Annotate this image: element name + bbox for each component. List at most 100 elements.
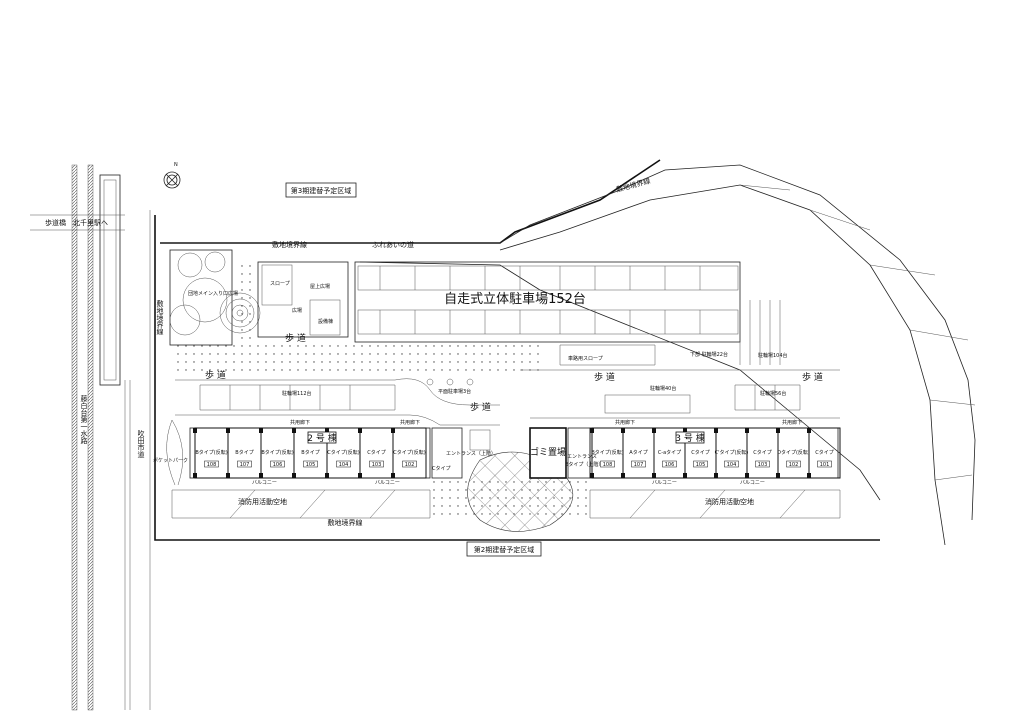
unit: Cタイプ 101 bbox=[807, 427, 841, 479]
sidewalk-label: 歩 道 bbox=[594, 371, 615, 383]
building-2: 共用廊下 共用廊下 バルコニー バルコニー Bタイプ(反転)108Bタイプ107… bbox=[189, 419, 496, 486]
main-entrance-plaza: 団地メイン入り口広場 スロープ 広場 屋上広場 設備棟 歩 道 bbox=[169, 249, 349, 346]
boundary-label-west: 敷地境界線 bbox=[156, 299, 164, 335]
unit-type: Bタイプ(反転) bbox=[261, 449, 293, 456]
unit-type: Bタイプ(反転) bbox=[591, 449, 623, 456]
unit: Cタイプ 103 bbox=[745, 427, 779, 479]
corridor-label: 共用廊下 bbox=[400, 419, 420, 426]
unit-type: Bタイプ bbox=[301, 449, 319, 456]
unit-number: 106 bbox=[665, 462, 675, 468]
bicycle-parking-112-label: 駐輪場112台 bbox=[282, 390, 312, 397]
unit: Bタイプ(反転) 108 bbox=[193, 427, 229, 479]
building-3-entrance-label: エントランス bbox=[567, 454, 597, 460]
unit-type: Cタイプ(反転) bbox=[393, 449, 425, 456]
garbage-station-label: ゴミ置場 bbox=[530, 446, 566, 458]
phase3-zone-label: 第3期建替予定区域 bbox=[285, 182, 357, 198]
bicycle-parking-104-label: 駐輪場104台 bbox=[758, 352, 788, 359]
building-2-entrance-type: Cタイプ bbox=[432, 465, 451, 472]
north-label: N bbox=[174, 162, 178, 168]
parking-garage-label: 自走式立体駐車場152台 bbox=[444, 292, 586, 307]
unit-type: Aタイプ bbox=[629, 449, 647, 456]
balcony-label: バルコニー bbox=[652, 480, 677, 486]
sidewalk-label: 歩 道 bbox=[470, 401, 491, 413]
phase2-zone-label: 第2期建替予定区域 bbox=[466, 541, 542, 557]
waterway-label: 藤白台第一水路 bbox=[80, 394, 88, 445]
fire-activity-space: 消防用活動空地 消防用活動空地 bbox=[171, 489, 841, 519]
unit-number: 104 bbox=[727, 462, 737, 468]
parking-garage: 自走式立体駐車場152台 車路用スロープ 下部 駐輪場22台 駐輪場104台 bbox=[354, 261, 788, 366]
garbage-station: ゴミ置場 bbox=[529, 427, 567, 479]
unit: Dタイプ(反転) 102 bbox=[776, 427, 810, 479]
unit-number: 106 bbox=[273, 462, 283, 468]
unit-type: C'タイプ(反転) bbox=[715, 449, 749, 456]
unit-type: Dタイプ(反転) bbox=[777, 449, 810, 456]
sidewalk-label: 歩 道 bbox=[205, 369, 226, 381]
unit-number: 105 bbox=[306, 462, 316, 468]
unit: Bタイプ(反転) 106 bbox=[259, 427, 295, 479]
boundary-label-south: 敷地境界線 bbox=[328, 518, 363, 527]
unit-type: Cタイプ bbox=[753, 449, 772, 456]
building-2-name: 2 号 棟 bbox=[307, 432, 336, 444]
city-road-label: 吹田市道 bbox=[137, 429, 145, 459]
balcony-label: バルコニー bbox=[375, 480, 400, 486]
pocket-park: ポケットパーク bbox=[153, 419, 188, 486]
unit-number: 101 bbox=[820, 462, 830, 468]
building-3-name: 3 号 棟 bbox=[675, 432, 704, 444]
unit-type: Cタイプ bbox=[815, 449, 834, 456]
building-3-entrance-type: Bタイプ（上階） bbox=[565, 461, 603, 468]
footbridge: 歩道橋 北千里駅へ bbox=[30, 174, 125, 386]
main-entrance-plaza-label: 団地メイン入り口広場 bbox=[188, 290, 238, 297]
unit-number: 105 bbox=[696, 462, 706, 468]
slope-label: スロープ bbox=[270, 281, 290, 287]
corridor-label: 共用廊下 bbox=[290, 419, 310, 426]
roof-plaza-label: 屋上広場 bbox=[310, 283, 330, 290]
city-road: 吹田市道 bbox=[124, 210, 151, 710]
unit-number: 103 bbox=[758, 462, 768, 468]
sidewalk-label: 歩 道 bbox=[802, 371, 823, 383]
unit: C'タイプ(反転) 104 bbox=[714, 427, 749, 479]
unit-number: 108 bbox=[603, 462, 613, 468]
unit-number: 107 bbox=[634, 462, 644, 468]
footbridge-label: 歩道橋 北千里駅へ bbox=[45, 218, 108, 227]
unit-number: 104 bbox=[339, 462, 349, 468]
unit-number: 108 bbox=[207, 462, 217, 468]
unit-number: 102 bbox=[789, 462, 799, 468]
balcony-label: バルコニー bbox=[252, 480, 277, 486]
unit-number: 107 bbox=[240, 462, 250, 468]
svg-text:第3期建替予定区域: 第3期建替予定区域 bbox=[291, 186, 351, 195]
unit-type: Cタイプ(反転) bbox=[327, 449, 359, 456]
north-sidewalk: 歩 道 歩 道 歩 道 歩 道 駐輪場112台 平面駐車場3台 駐輪場40台 駐… bbox=[175, 369, 840, 426]
pocket-park-label: ポケットパーク bbox=[153, 457, 188, 464]
svg-text:第2期建替予定区域: 第2期建替予定区域 bbox=[474, 545, 534, 554]
building-2-entrance-label: エントランス（上階） bbox=[446, 450, 496, 457]
bicycle-parking-40-label: 駐輪場40台 bbox=[650, 385, 676, 392]
balcony-label: バルコニー bbox=[740, 480, 765, 486]
equipment-building-label: 設備棟 bbox=[318, 318, 333, 325]
unit-number: 103 bbox=[372, 462, 382, 468]
corridor-label: 共用廊下 bbox=[782, 419, 802, 426]
sidewalk-label: 歩 道 bbox=[285, 332, 306, 344]
unit: Aタイプ 107 bbox=[621, 427, 655, 479]
corridor-label: 共用廊下 bbox=[615, 419, 635, 426]
fureai-path-label: ふれあいの道 bbox=[372, 240, 414, 249]
waterway: 藤白台第一水路 bbox=[71, 164, 94, 711]
fire-space-label: 消防用活動空地 bbox=[238, 497, 287, 506]
boundary-label-top: 敷地境界線 bbox=[272, 240, 307, 249]
unit: Bタイプ(反転) 108 bbox=[590, 427, 624, 479]
unit-type: Bタイプ(反転) bbox=[195, 449, 227, 456]
ramp-label: 車路用スロープ bbox=[568, 355, 603, 362]
lower-bicycle-parking-label: 下部 駐輪場22台 bbox=[690, 351, 728, 358]
fire-space-label: 消防用活動空地 bbox=[705, 497, 754, 506]
unit: Cタイプ 103 bbox=[358, 427, 394, 479]
north-compass-icon: N bbox=[163, 162, 181, 189]
flat-parking-label: 平面駐車場3台 bbox=[438, 388, 471, 395]
unit-type: Cタイプ bbox=[367, 449, 386, 456]
plaza-label: 広場 bbox=[292, 307, 302, 314]
unit-type: Cタイプ bbox=[691, 449, 710, 456]
unit-number: 102 bbox=[405, 462, 415, 468]
building-3: エントランス Bタイプ（上階） 共用廊下 共用廊下 バルコニー バルコニー Bタ… bbox=[565, 419, 841, 486]
unit: Cタイプ(反転) 102 bbox=[391, 427, 427, 479]
boundary-label-northeast: 敷地境界線 bbox=[615, 176, 651, 194]
